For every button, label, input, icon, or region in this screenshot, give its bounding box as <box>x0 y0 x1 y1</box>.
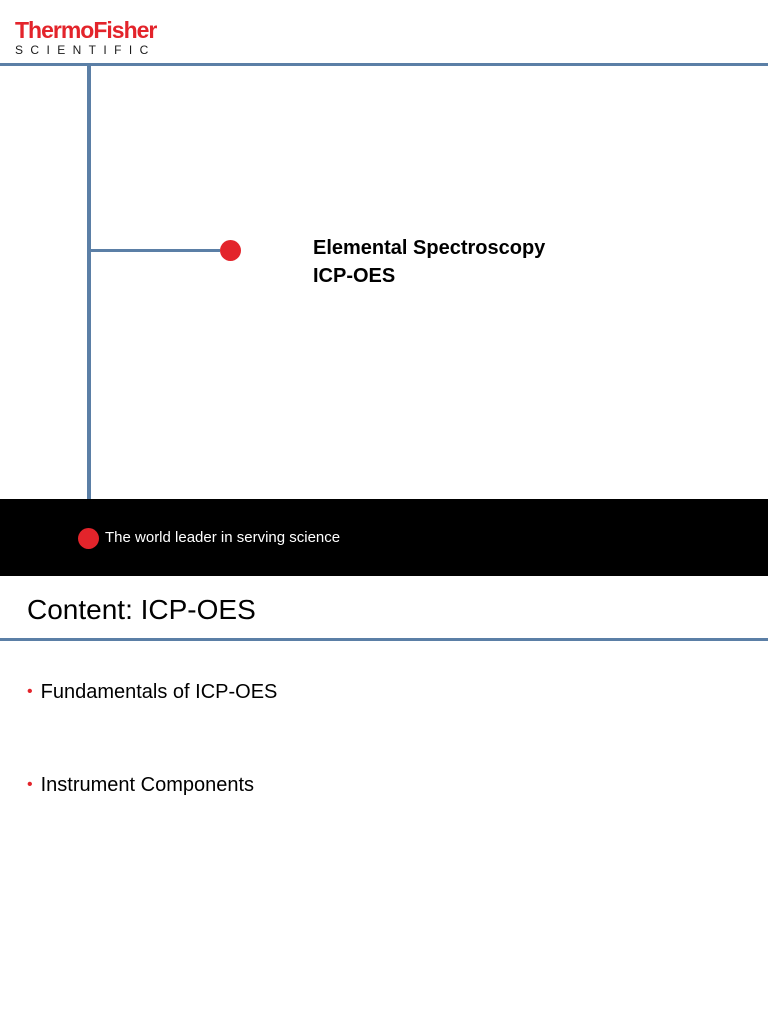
list-item-label: Instrument Components <box>40 774 255 796</box>
list-item-label: Fundamentals of ICP-OES <box>40 681 278 703</box>
list-item: • Instrument Components <box>27 773 254 799</box>
list-item: • Fundamentals of ICP-OES <box>27 680 277 706</box>
tagline: The world leader in serving science <box>105 529 341 546</box>
content-slide: Content: ICP-OES • Fundamentals of ICP-OE… <box>0 576 768 1024</box>
title-line-2: ICP-OES <box>313 265 396 287</box>
logo-wordmark: ThermoFisher <box>15 17 157 43</box>
title-dot-icon <box>220 240 241 261</box>
content-title-rule <box>0 638 768 641</box>
title-line-1: Elemental Spectroscopy <box>313 237 546 259</box>
logo-subtitle: SCIENTIFIC <box>15 43 156 57</box>
bullet-icon: • <box>27 776 33 793</box>
branch-connector-line <box>90 249 220 252</box>
vertical-connector-line <box>87 66 91 536</box>
bullet-icon: • <box>27 683 33 700</box>
content-slide-title: Content: ICP-OES <box>27 594 256 625</box>
footer-band <box>0 499 768 576</box>
header-rule <box>0 63 768 66</box>
thermo-fisher-logo: ThermoFisher SCIENTIFIC <box>15 17 157 57</box>
title-slide: ThermoFisher SCIENTIFIC Elemental Spectr… <box>0 17 768 576</box>
tagline-dot-icon <box>78 528 99 549</box>
title-block: Elemental Spectroscopy ICP-OES <box>313 234 545 290</box>
